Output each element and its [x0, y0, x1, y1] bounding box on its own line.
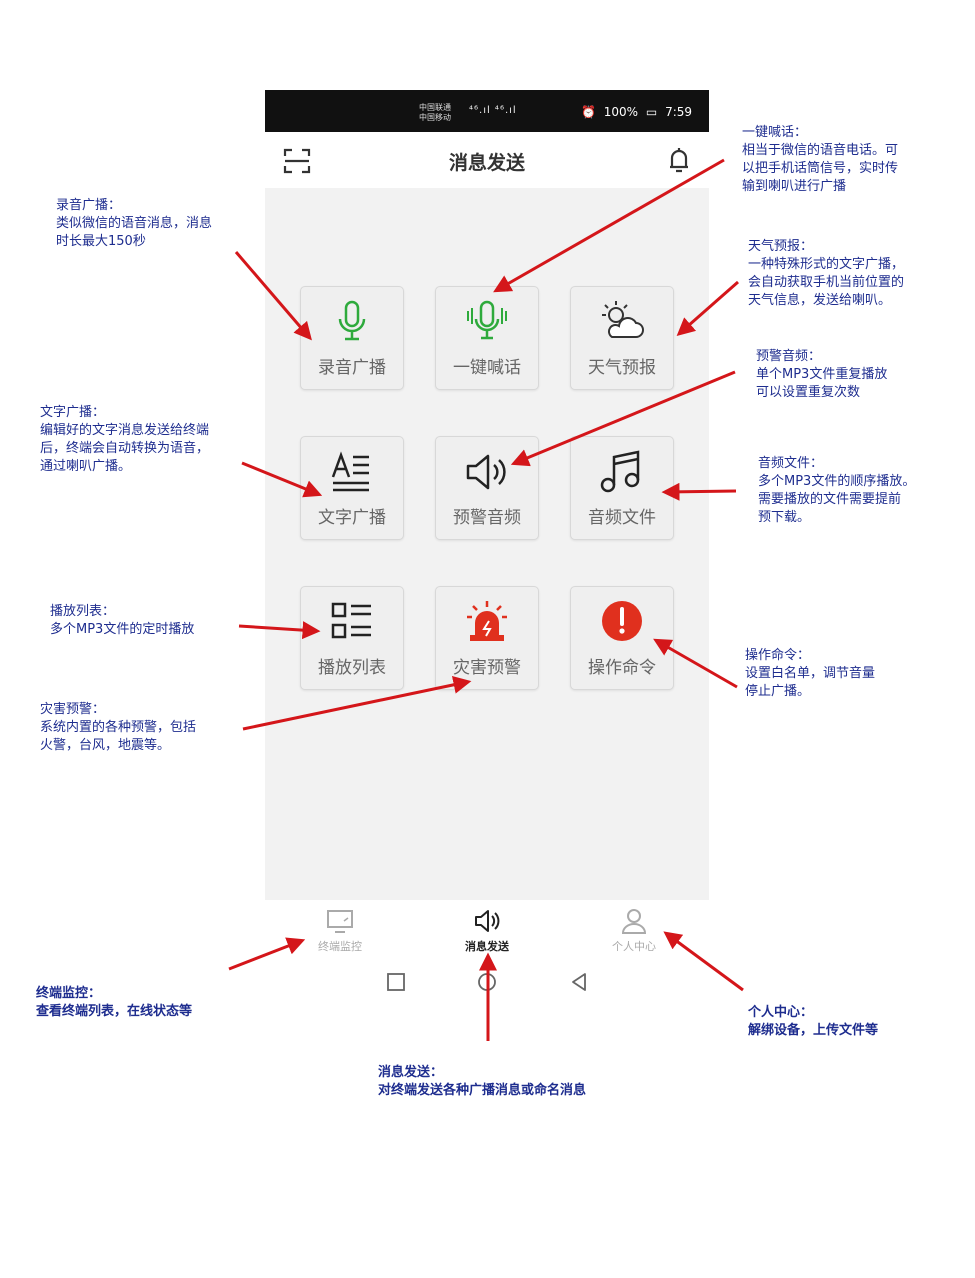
alarm-clock-icon: ⏰: [581, 105, 596, 119]
carrier-info: 中国联通 中国移动: [419, 103, 451, 123]
tab-label: 终端监控: [318, 940, 362, 953]
scan-icon[interactable]: [283, 147, 311, 175]
status-bar: 中国联通 中国移动 ⁴⁶.ıl ⁴⁶.ıl ⏰ 100% ▭ 7:59: [265, 90, 709, 132]
speaker-icon: [475, 910, 500, 932]
speaker-icon: [466, 454, 506, 490]
system-nav-bar: [265, 962, 709, 1002]
note-audio-file: 音频文件： 多个MP3文件的顺序播放。 需要播放的文件需要提前 预下载。: [758, 456, 916, 525]
tile-text-broadcast[interactable]: 文字广播: [300, 436, 404, 540]
battery-icon: ▭: [645, 105, 658, 119]
note-weather: 天气预报： 一种特殊形式的文字广播， 会自动获取手机当前位置的 天气信息，发送给…: [748, 239, 905, 308]
tab-label: 个人中心: [612, 940, 656, 953]
tile-audio-file[interactable]: 音频文件: [570, 436, 674, 540]
tile-label: 录音广播: [318, 358, 386, 378]
note-playlist: 播放列表： 多个MP3文件的定时播放: [50, 604, 195, 637]
tile-label: 一键喊话: [453, 358, 521, 378]
tab-personal-center[interactable]: 个人中心: [579, 906, 689, 954]
page-title: 消息发送: [448, 152, 525, 174]
list-icon: [331, 602, 371, 639]
carrier-1: 中国联通: [419, 103, 451, 112]
mic-wave-icon: [467, 300, 507, 340]
text-icon: [331, 451, 369, 492]
tile-label: 播放列表: [318, 658, 386, 678]
recent-apps-icon[interactable]: [386, 972, 406, 992]
tile-record-broadcast[interactable]: 录音广播: [300, 286, 404, 390]
tile-label: 预警音频: [453, 508, 521, 528]
battery-level: 100%: [603, 105, 639, 119]
microphone-icon: [338, 300, 366, 341]
note-record-broadcast: 录音广播： 类似微信的语音消息，消息 时长最大150秒: [56, 198, 213, 249]
tile-label: 操作命令: [588, 658, 656, 678]
tile-alert-audio[interactable]: 预警音频: [435, 436, 539, 540]
tile-disaster-alert[interactable]: 灾害预警: [435, 586, 539, 690]
bell-icon[interactable]: [665, 145, 693, 175]
tab-message-send[interactable]: 消息发送: [432, 906, 542, 954]
note-alert-audio: 预警音频： 单个MP3文件重复播放 可以设置重复次数: [756, 349, 888, 400]
message-grid: 录音广播 一键喊话 天气预报 文字广播 预警音频: [265, 188, 709, 900]
note-personal-center: 个人中心： 解绑设备，上传文件等: [748, 1005, 879, 1038]
tile-label: 音频文件: [588, 508, 656, 528]
signal-icon: ⁴⁶.ıl ⁴⁶.ıl: [469, 105, 517, 116]
alarm-icon: [467, 601, 507, 641]
person-icon: [621, 909, 647, 934]
note-message-send: 消息发送： 对终端发送各种广播消息或命名消息: [378, 1065, 587, 1098]
note-terminal-monitor: 终端监控： 查看终端列表，在线状态等: [36, 986, 193, 1019]
note-operation-command: 操作命令： 设置白名单，调节音量 停止广播。: [745, 648, 876, 699]
music-note-icon: [600, 450, 640, 493]
exclamation-icon: [602, 601, 642, 641]
tile-weather[interactable]: 天气预报: [570, 286, 674, 390]
tile-playlist[interactable]: 播放列表: [300, 586, 404, 690]
note-disaster-alert: 灾害预警： 系统内置的各种预警，包括 火警，台风，地震等。: [40, 702, 197, 753]
system-status: ⏰ 100% ▭ 7:59: [577, 105, 692, 119]
tile-label: 灾害预警: [453, 658, 521, 678]
tile-label: 文字广播: [318, 508, 386, 528]
tile-one-key-shout[interactable]: 一键喊话: [435, 286, 539, 390]
tab-label: 消息发送: [465, 940, 509, 953]
tile-label: 天气预报: [588, 358, 656, 378]
bottom-tab-bar: 终端监控 消息发送 个人中心: [265, 900, 709, 962]
home-icon[interactable]: [477, 972, 497, 992]
note-text-broadcast: 文字广播： 编辑好的文字消息发送给终端 后，终端会自动转换为语音， 通过喇叭广播…: [40, 405, 210, 474]
weather-icon: [602, 301, 644, 338]
note-one-key-shout: 一键喊话： 相当于微信的语音电话。可 以把手机话筒信号，实时传 输到喇叭进行广播: [742, 125, 899, 194]
clock-time: 7:59: [665, 105, 693, 119]
monitor-icon: [327, 910, 353, 933]
carrier-2: 中国移动: [419, 113, 451, 122]
back-icon[interactable]: [569, 972, 589, 992]
app-header: 消息发送: [265, 132, 709, 188]
tab-terminal-monitor[interactable]: 终端监控: [285, 906, 395, 954]
tile-operation-command[interactable]: 操作命令: [570, 586, 674, 690]
